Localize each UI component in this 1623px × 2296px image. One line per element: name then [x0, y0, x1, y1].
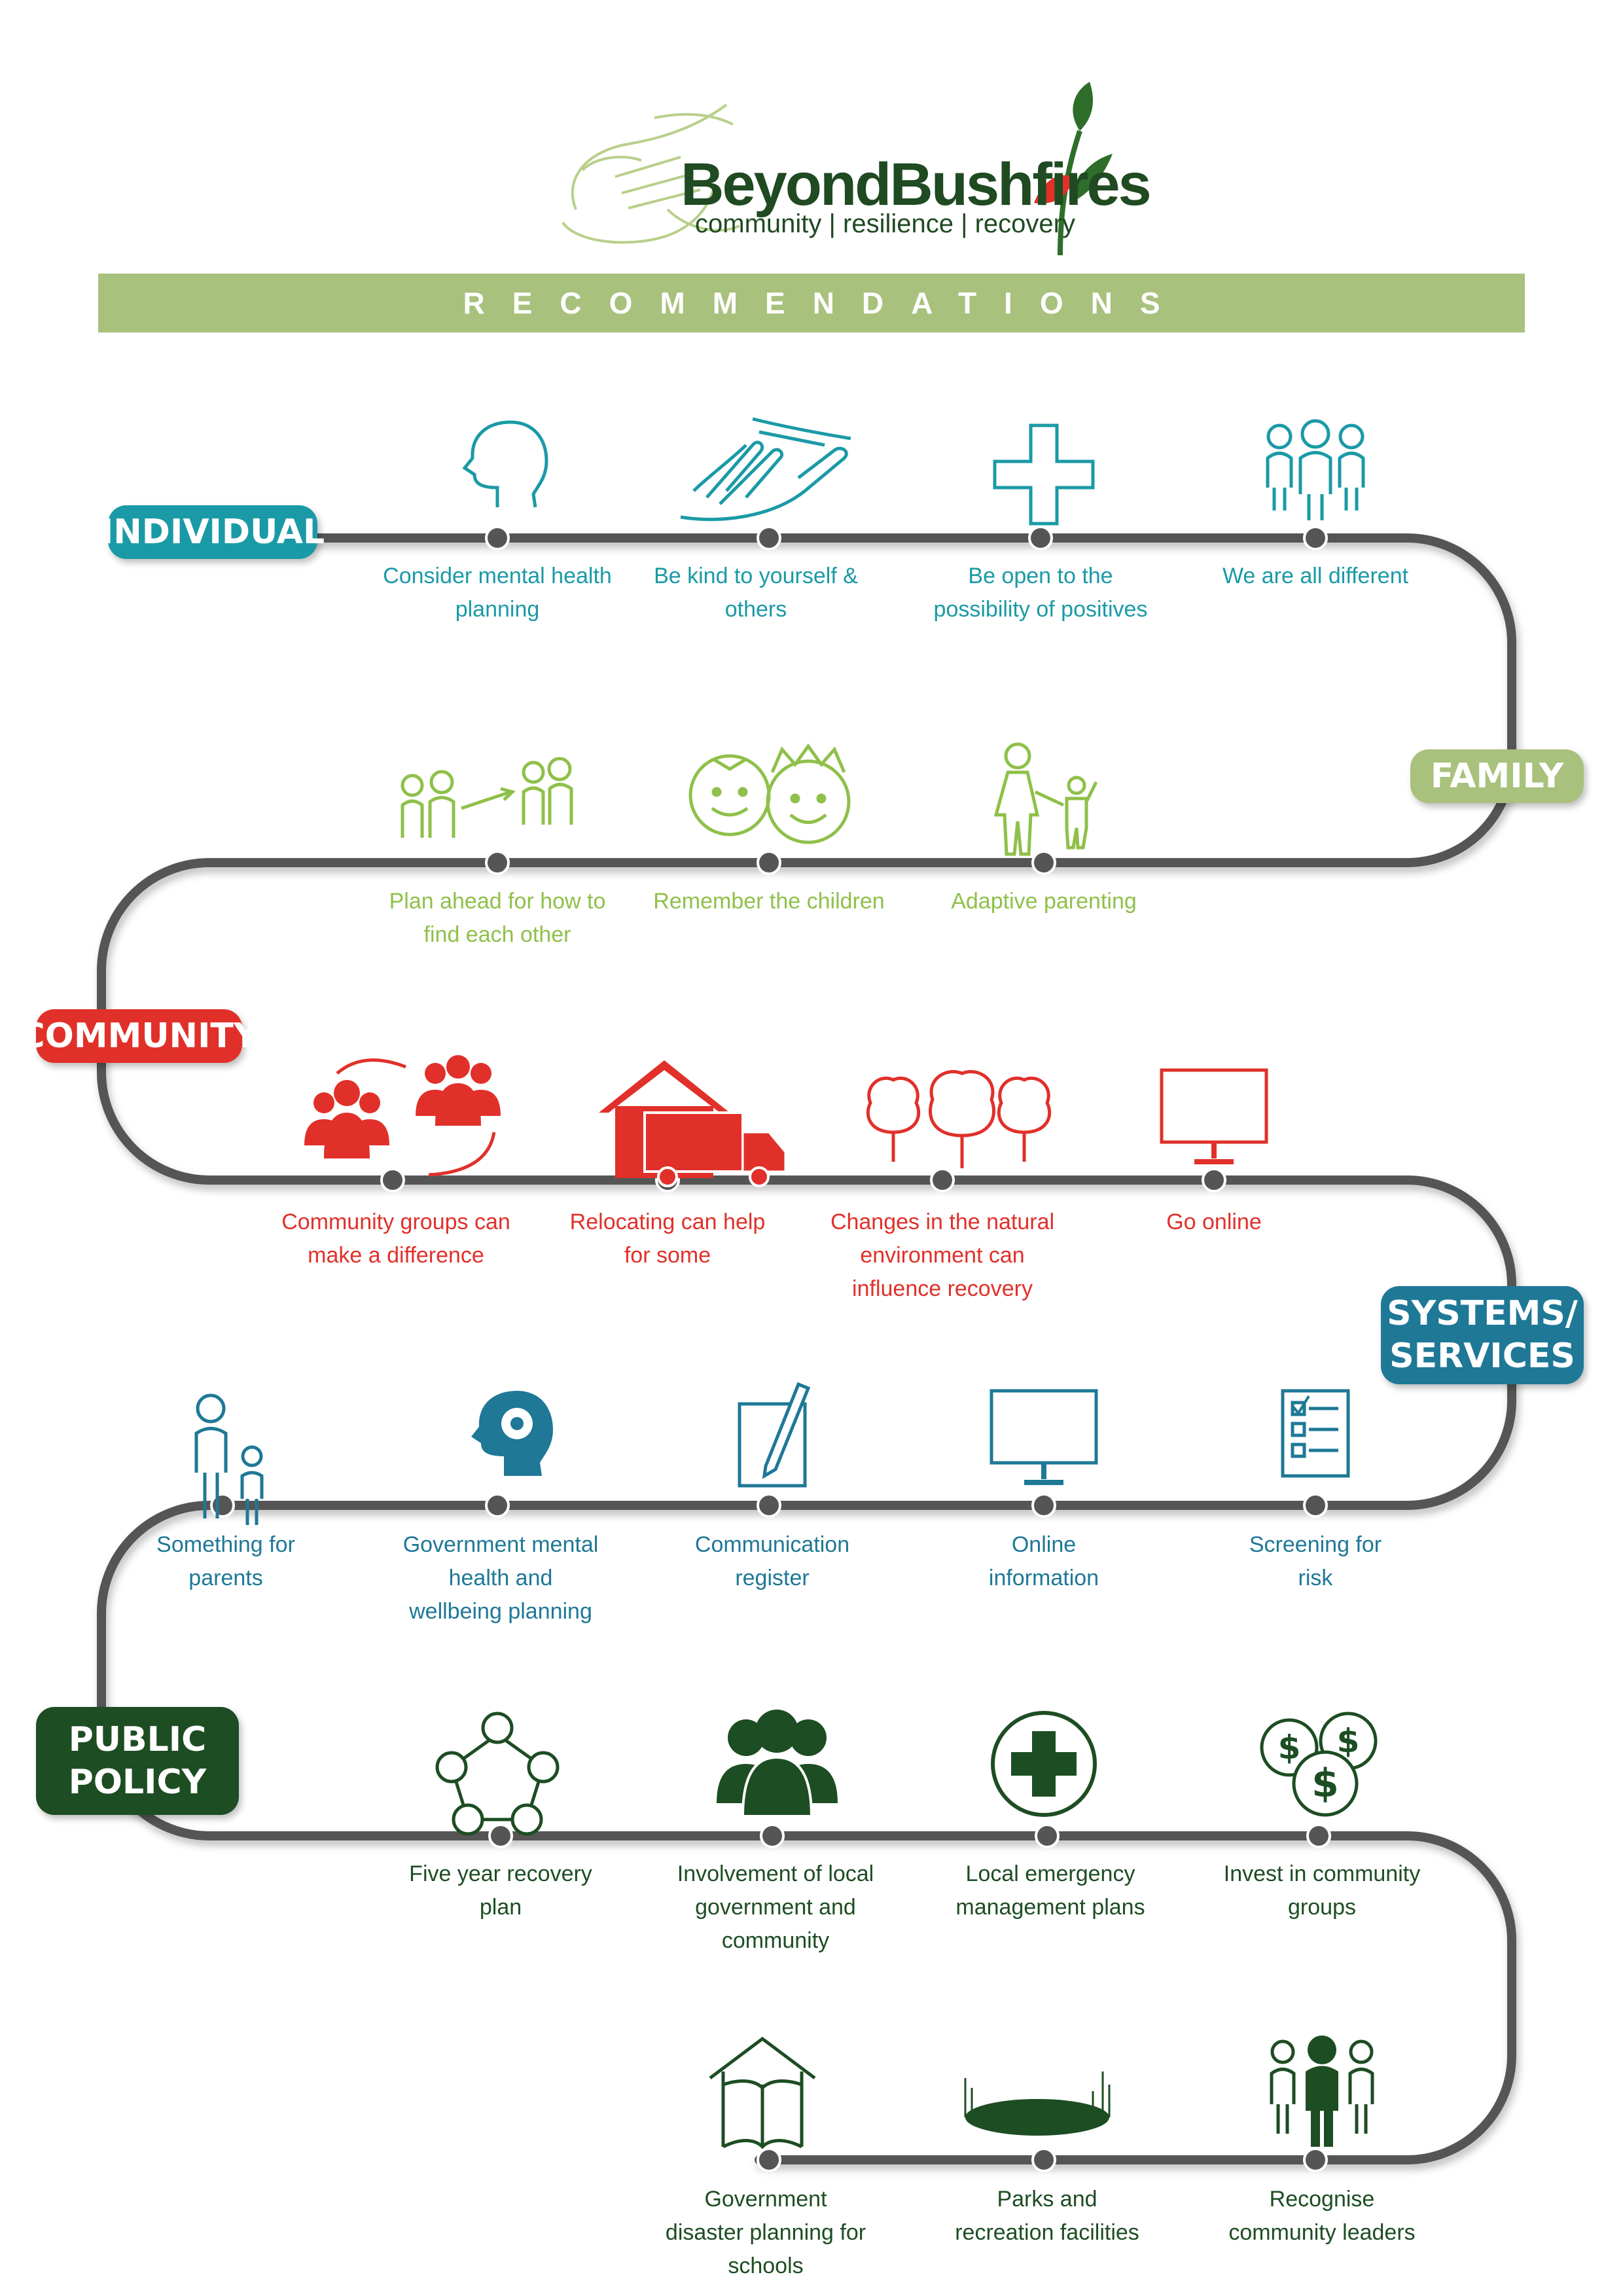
trees-icon	[866, 1069, 1052, 1168]
path-node-13	[485, 1493, 510, 1518]
svg-text:$: $	[1278, 1729, 1301, 1767]
caption-community-4: Go online	[1166, 1210, 1262, 1234]
checklist-icon	[1281, 1389, 1350, 1478]
path-node-23	[1303, 2147, 1328, 2172]
caption-policy-7: Recognise community leaders	[1228, 2187, 1416, 2245]
policy-label-line2: POLICY	[68, 1762, 207, 1802]
caption-systems-3: Communication register	[694, 1532, 850, 1590]
sprout-logo-icon	[1034, 82, 1113, 256]
family-label-text: FAMILY	[1430, 756, 1564, 796]
medical-cross-icon	[991, 1711, 1097, 1817]
caption-policy-6: Parks and recreation facilities	[955, 2187, 1139, 2245]
stage-label-family: FAMILY	[1410, 749, 1584, 803]
coins-icon: $ $ $	[1260, 1712, 1378, 1817]
hands-logo-icon	[562, 103, 740, 244]
community-label-text: COMMUNITY	[20, 1016, 259, 1056]
caption-individual-4: We are all different	[1222, 564, 1409, 588]
caption-family-2: Remember the children	[653, 889, 885, 914]
caption-systems-5: Screening for risk	[1249, 1532, 1382, 1590]
path-node-4	[1303, 526, 1328, 550]
pen-paper-icon	[738, 1382, 811, 1488]
caption-family-1: Plan ahead for how to find each other	[389, 889, 606, 947]
caption-policy-1: Five year recovery plan	[409, 1861, 592, 1920]
caption-systems-2: Government mental health and wellbeing p…	[402, 1532, 599, 1624]
caption-policy-4: Invest in community groups	[1223, 1861, 1421, 1920]
caption-policy-2: Involvement of local government and comm…	[677, 1861, 874, 1953]
path-node-11	[1202, 1168, 1226, 1193]
svg-text:$: $	[1311, 1761, 1339, 1806]
path-node-19	[1035, 1823, 1060, 1848]
brand-part-2: Bushfires	[889, 151, 1151, 218]
brain-head-icon	[471, 1391, 553, 1476]
path-node-21	[757, 2147, 781, 2172]
monitor-icon	[990, 1389, 1098, 1485]
parent-child-outline-icon	[194, 1393, 264, 1525]
path-node-14	[757, 1493, 781, 1518]
stage-label-community: COMMUNITY	[20, 1009, 259, 1063]
path-node-18	[760, 1823, 785, 1848]
three-people-icon	[1266, 419, 1365, 520]
head-icon	[462, 420, 548, 508]
caption-individual-3: Be open to the possibility of positives	[933, 564, 1148, 622]
book-house-icon	[709, 2036, 816, 2149]
caption-community-1: Community groups can make a difference	[281, 1210, 510, 1268]
path-node-7	[1031, 850, 1056, 875]
path-node-2	[757, 526, 781, 550]
recommendations-banner: RECOMMENDATIONS	[98, 274, 1525, 332]
park-icon	[964, 2072, 1111, 2136]
stage-label-public-policy: PUBLIC POLICY	[36, 1707, 239, 1815]
brand-name: BeyondBushfires	[681, 151, 1152, 219]
path-node-5	[485, 850, 510, 875]
plus-cross-icon	[993, 423, 1095, 526]
caption-individual-2: Be kind to yourself & others	[654, 564, 858, 622]
caption-individual-1: Consider mental health planning	[383, 564, 612, 622]
caption-systems-4: Online information	[988, 1532, 1099, 1590]
caption-policy-3: Local emergency management plans	[955, 1861, 1145, 1920]
svg-text:$: $	[1337, 1722, 1360, 1760]
path-node-15	[1031, 1493, 1056, 1518]
path-node-1	[485, 526, 510, 550]
logo	[537, 79, 1126, 262]
caption-policy-5: Government disaster planning for schools	[665, 2187, 866, 2278]
stage-label-systems: SYSTEMS/ SERVICES	[1381, 1286, 1584, 1384]
caption-community-2: Relocating can help for some	[569, 1210, 766, 1268]
hands-icon	[680, 417, 851, 522]
caption-systems-1: Something for parents	[156, 1532, 295, 1590]
community-groups-icon	[304, 1055, 501, 1177]
individual-label-text: INDIVIDUAL	[100, 512, 325, 552]
children-faces-icon	[688, 743, 851, 844]
path-node-3	[1028, 526, 1053, 550]
group-icon	[717, 1710, 838, 1818]
policy-label-line1: PUBLIC	[68, 1719, 207, 1759]
pentagon-cycle-icon	[435, 1712, 560, 1836]
house-truck-icon	[599, 1060, 787, 1187]
path-node-17	[488, 1823, 513, 1848]
tagline: community | resilience | recovery	[695, 209, 1075, 238]
systems-label-line1: SYSTEMS/	[1387, 1294, 1578, 1333]
banner-title: RECOMMENDATIONS	[463, 286, 1188, 320]
path-node-8	[380, 1168, 405, 1193]
monitor-icon	[1160, 1068, 1268, 1164]
brand-part-1: Beyond	[681, 151, 891, 218]
systems-label-line2: SERVICES	[1389, 1336, 1575, 1376]
leaders-icon	[1270, 2036, 1374, 2147]
family-find-icon	[401, 757, 573, 838]
path-node-20	[1306, 1823, 1331, 1848]
parent-child-icon	[993, 742, 1098, 856]
caption-community-3: Changes in the natural environment can i…	[830, 1210, 1055, 1301]
path-node-16	[1303, 1493, 1328, 1518]
path-node-22	[1031, 2147, 1056, 2172]
path-node-6	[757, 850, 781, 875]
caption-family-3: Adaptive parenting	[951, 889, 1137, 914]
path-node-10	[930, 1168, 955, 1193]
stage-label-individual: INDIVIDUAL	[101, 505, 325, 559]
